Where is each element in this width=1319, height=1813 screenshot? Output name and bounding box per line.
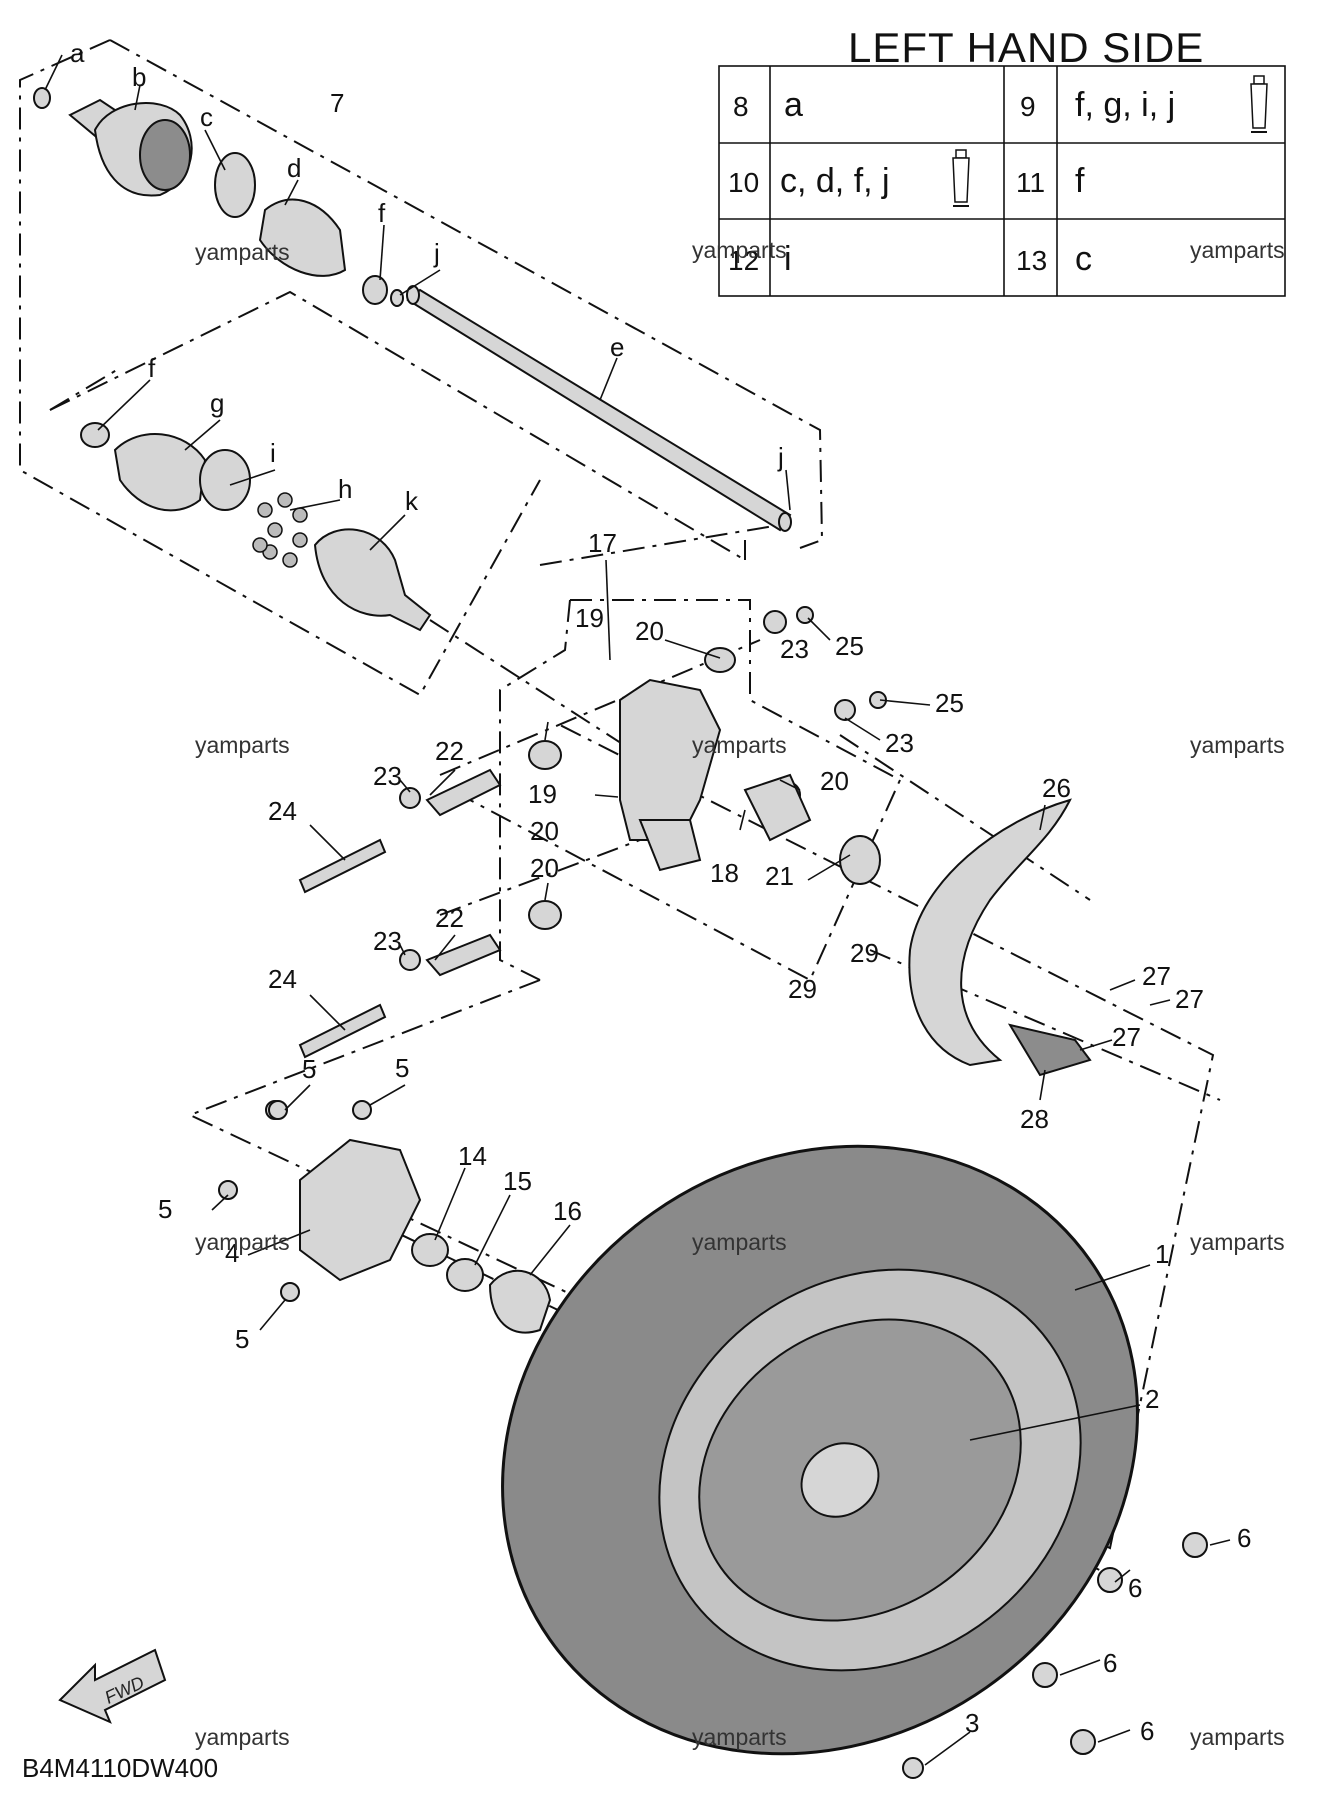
callout-label: 22 xyxy=(435,736,464,766)
callout-label: 23 xyxy=(780,634,809,664)
legend-num-r1c0: 10 xyxy=(728,167,759,198)
legend-parts-r0c1: f, g, i, j xyxy=(1075,86,1175,124)
callout-label: 6 xyxy=(1128,1573,1142,1603)
callout-label: 24 xyxy=(268,796,297,826)
diagram-title: LEFT HAND SIDE xyxy=(848,24,1204,71)
callout-label: 5 xyxy=(235,1324,249,1354)
callout-label: a xyxy=(70,38,85,68)
callout-label: 27 xyxy=(1175,984,1204,1014)
tire-and-wheel xyxy=(501,1144,1139,1756)
callout-label: 5 xyxy=(395,1053,409,1083)
callout-label: 22 xyxy=(435,903,464,933)
outer-cv-joint xyxy=(33,87,404,307)
callout-label: e xyxy=(610,332,624,362)
callout-label: 24 xyxy=(268,964,297,994)
callout-label: 20 xyxy=(820,766,849,796)
legend-parts-r2c0: i xyxy=(784,240,792,278)
brake-disc xyxy=(908,798,1092,1077)
callout-label: 29 xyxy=(850,938,879,968)
legend-table: 8 a 9 f, g, i, j 10 c, d, f, j 11 f 12 i… xyxy=(718,65,1286,297)
legend-num-r1c1: 11 xyxy=(1016,167,1045,198)
callout-label: 28 xyxy=(1020,1104,1049,1134)
grease-tube-icon xyxy=(1250,75,1268,133)
callout-label: 29 xyxy=(788,974,817,1004)
legend-num-r0c0: 8 xyxy=(733,91,749,122)
callout-label: 25 xyxy=(935,688,964,718)
callout-label: 5 xyxy=(158,1194,172,1224)
watermark: yamparts xyxy=(692,1724,787,1750)
callout-label: 23 xyxy=(373,761,402,791)
callout-label: g xyxy=(210,388,224,418)
callout-label: 7 xyxy=(330,88,344,118)
callout-label: 20 xyxy=(530,853,559,883)
watermark: yamparts xyxy=(1190,1229,1285,1255)
watermarks: yamparts yamparts yamparts yamparts yamp… xyxy=(195,237,1285,1750)
callout-label: 4 xyxy=(225,1238,239,1268)
callout-label: 16 xyxy=(553,1196,582,1226)
callout-leaders xyxy=(44,54,1231,1766)
callout-label: 17 xyxy=(588,528,617,558)
legend-num-r2c0: 12 xyxy=(728,245,759,276)
watermark: yamparts xyxy=(195,1229,290,1255)
watermark: yamparts xyxy=(195,239,290,265)
callout-label: 6 xyxy=(1103,1648,1117,1678)
legend-parts-r0c0: a xyxy=(784,86,803,124)
callout-label: 15 xyxy=(503,1166,532,1196)
callout-label: 20 xyxy=(530,816,559,846)
callout-label: 3 xyxy=(965,1708,979,1738)
legend-parts-r1c1: f xyxy=(1075,162,1085,200)
callout-label: 5 xyxy=(302,1054,316,1084)
legend-parts-r2c1: c xyxy=(1075,240,1092,278)
callout-label: d xyxy=(287,153,301,183)
callout-label: 6 xyxy=(1140,1716,1154,1746)
lug-nuts xyxy=(218,1100,1208,1779)
callout-labels: a b c d 7 f j e f g i h k j 17 19 20 25 … xyxy=(70,38,1251,1746)
inner-cv-joint xyxy=(80,422,432,632)
watermark: yamparts xyxy=(692,237,787,263)
callout-label: 19 xyxy=(528,779,557,809)
legend-num-r0c1: 9 xyxy=(1020,91,1036,122)
wheel-hub xyxy=(299,1138,552,1334)
watermark: yamparts xyxy=(195,732,290,758)
callout-label: f xyxy=(378,198,386,228)
callout-label: 18 xyxy=(710,858,739,888)
callout-label: f xyxy=(148,353,156,383)
watermark: yamparts xyxy=(195,1724,290,1750)
diagram-code: B4M4110DW400 xyxy=(22,1753,218,1783)
callout-label: 6 xyxy=(1237,1523,1251,1553)
assembly-outlines xyxy=(19,39,1215,1550)
watermark: yamparts xyxy=(692,1229,787,1255)
callout-label: i xyxy=(270,438,276,468)
watermark: yamparts xyxy=(1190,732,1285,758)
steering-knuckle xyxy=(298,606,887,1059)
grease-tube-icon xyxy=(952,149,970,207)
callout-label: j xyxy=(433,238,440,268)
callout-label: 27 xyxy=(1112,1022,1141,1052)
callout-label: 1 xyxy=(1155,1239,1169,1269)
callout-label: 21 xyxy=(765,861,794,891)
callout-label: 2 xyxy=(1145,1384,1159,1414)
callout-label: c xyxy=(200,102,213,132)
callout-label: 14 xyxy=(458,1141,487,1171)
drive-shaft xyxy=(406,285,792,532)
callout-label: 23 xyxy=(373,926,402,956)
watermark: yamparts xyxy=(1190,1724,1285,1750)
callout-label: 26 xyxy=(1042,773,1071,803)
callout-label: b xyxy=(132,62,146,92)
watermark: yamparts xyxy=(692,732,787,758)
callout-label: 27 xyxy=(1142,961,1171,991)
callout-label: h xyxy=(338,474,352,504)
fwd-arrow-icon: FWD xyxy=(58,1648,167,1724)
legend-parts-r1c0: c, d, f, j xyxy=(780,162,890,200)
callout-label: k xyxy=(405,486,419,516)
watermark: yamparts xyxy=(1190,237,1285,263)
legend-num-r2c1: 13 xyxy=(1016,245,1047,276)
callout-label: j xyxy=(777,442,784,472)
callout-label: 23 xyxy=(885,728,914,758)
callout-label: 20 xyxy=(635,616,664,646)
callout-label: 25 xyxy=(835,631,864,661)
callout-label: 19 xyxy=(575,603,604,633)
